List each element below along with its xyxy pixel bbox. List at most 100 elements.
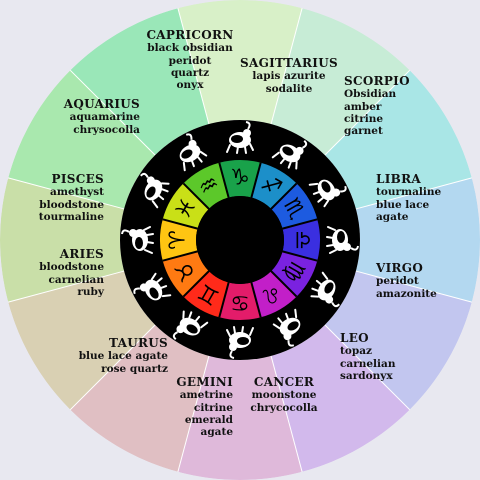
sector-divider <box>355 270 472 303</box>
sign-name-cancer: CANCER <box>253 375 315 389</box>
glyph-capricorn: ♑ <box>230 166 250 191</box>
glyph-segment-gemini <box>183 271 229 318</box>
sign-capricorn: CAPRICORN black obsidian peridot quartz … <box>130 28 250 92</box>
sign-name-aries: ARIES <box>59 247 104 261</box>
stone: rose quartz <box>101 362 168 375</box>
sector-divider <box>324 324 411 411</box>
sign-pisces: PISCES amethyst bloodstone tourmaline <box>0 172 104 223</box>
outer-sector-libra <box>355 177 480 303</box>
glyph-segment-virgo <box>271 251 318 297</box>
outer-sector-capricorn <box>177 0 303 125</box>
stone: black obsidian <box>147 42 233 55</box>
bull-icon <box>133 272 172 301</box>
glyph-separator <box>250 282 262 318</box>
stone: quartz <box>170 66 210 79</box>
center-hole <box>196 196 284 284</box>
sector-divider <box>177 355 210 472</box>
fish-icon <box>140 172 170 209</box>
glyph-segment-aries <box>160 219 198 261</box>
sign-aquarius: AQUARIUS aquamarine chrysocolla <box>20 97 140 136</box>
stone: bloodstone <box>39 198 104 211</box>
sign-name-scorpio: SCORPIO <box>344 74 410 88</box>
glyph-separator <box>218 282 230 318</box>
sign-aries: ARIES bloodstone carnelian ruby <box>0 247 104 298</box>
glyph-color-ring <box>160 160 320 320</box>
glyph-segment-leo <box>251 271 297 318</box>
outer-sector-gemini <box>70 324 209 472</box>
outer-sector-aries <box>0 177 125 303</box>
stone: garnet <box>344 125 383 138</box>
stone: peridot <box>376 275 419 288</box>
water-bearer-icon <box>179 133 208 172</box>
scorpion-icon <box>308 179 347 208</box>
sector-divider <box>270 355 303 472</box>
outer-sector-sagittarius <box>271 8 410 156</box>
glyph-segment-scorpio <box>271 183 318 229</box>
stone: sardonyx <box>340 369 393 382</box>
glyph-segment-cancer <box>219 282 261 320</box>
glyph-separator <box>182 182 210 210</box>
sign-scorpio: SCORPIO Obsidian amber citrine garnet <box>344 74 464 138</box>
sector-divider <box>8 270 125 303</box>
glyph-libra: ♎ <box>290 230 315 250</box>
glyph-separator <box>282 250 318 262</box>
sign-name-capricorn: CAPRICORN <box>146 28 234 42</box>
sign-virgo: VIRGO peridot amazonite <box>376 261 480 300</box>
goat-icon <box>226 121 254 154</box>
stone: blue lace <box>376 198 430 211</box>
stone: blue lace agate <box>78 350 168 363</box>
stone: ametrine <box>179 389 233 402</box>
glyph-segment-capricorn <box>219 160 261 198</box>
stone: tourmaline <box>376 186 442 199</box>
glyph-segment-pisces <box>162 183 209 229</box>
sector-divider <box>270 8 303 125</box>
stone: emerald <box>184 413 233 426</box>
stone: agate <box>376 210 409 223</box>
glyph-segment-libra <box>282 219 320 261</box>
glyph-separator <box>270 270 298 298</box>
outer-sector-aquarius <box>70 8 209 156</box>
glyph-separator <box>162 250 198 262</box>
sector-divider <box>324 69 411 156</box>
sign-taurus: TAURUS blue lace agate rose quartz <box>48 336 168 375</box>
stone: bloodstone <box>39 261 104 274</box>
sign-name-libra: LIBRA <box>376 172 421 186</box>
stone: onyx <box>176 79 204 92</box>
stone: chrycocolla <box>250 401 318 414</box>
sector-divider <box>69 69 156 156</box>
sector-divider <box>69 324 156 411</box>
outer-sector-pisces <box>8 70 156 209</box>
sign-name-sagittarius: SAGITTARIUS <box>240 56 338 70</box>
sign-name-pisces: PISCES <box>51 172 104 186</box>
sector-divider <box>177 8 210 125</box>
stone: lapis azurite <box>252 70 326 83</box>
glyph-separator <box>250 162 262 198</box>
lion-icon <box>272 308 301 347</box>
outer-sector-cancer <box>177 355 303 480</box>
scales-icon <box>326 226 359 254</box>
glyph-cancer: ♋ <box>230 290 250 315</box>
crab-icon <box>226 326 254 359</box>
stone: chrysocolla <box>73 123 140 136</box>
stone: amber <box>344 100 382 113</box>
stone: amethyst <box>50 186 104 199</box>
stone: agate <box>200 426 233 439</box>
glyph-separator <box>182 270 210 298</box>
sign-name-leo: LEO <box>340 331 369 345</box>
stone: peridot <box>168 54 212 67</box>
twins-icon <box>172 310 209 340</box>
stone: ruby <box>77 285 104 298</box>
glyph-segment-sagittarius <box>251 162 297 209</box>
stone: tourmaline <box>38 210 104 223</box>
stone: amazonite <box>376 287 437 300</box>
stone: moonstone <box>251 389 317 402</box>
sign-name-gemini: GEMINI <box>176 375 233 389</box>
glyph-segment-aquarius <box>183 162 229 209</box>
stone: carnelian <box>48 273 104 286</box>
archer-icon <box>271 140 308 170</box>
maiden-icon <box>310 271 340 308</box>
sector-divider <box>8 177 125 210</box>
